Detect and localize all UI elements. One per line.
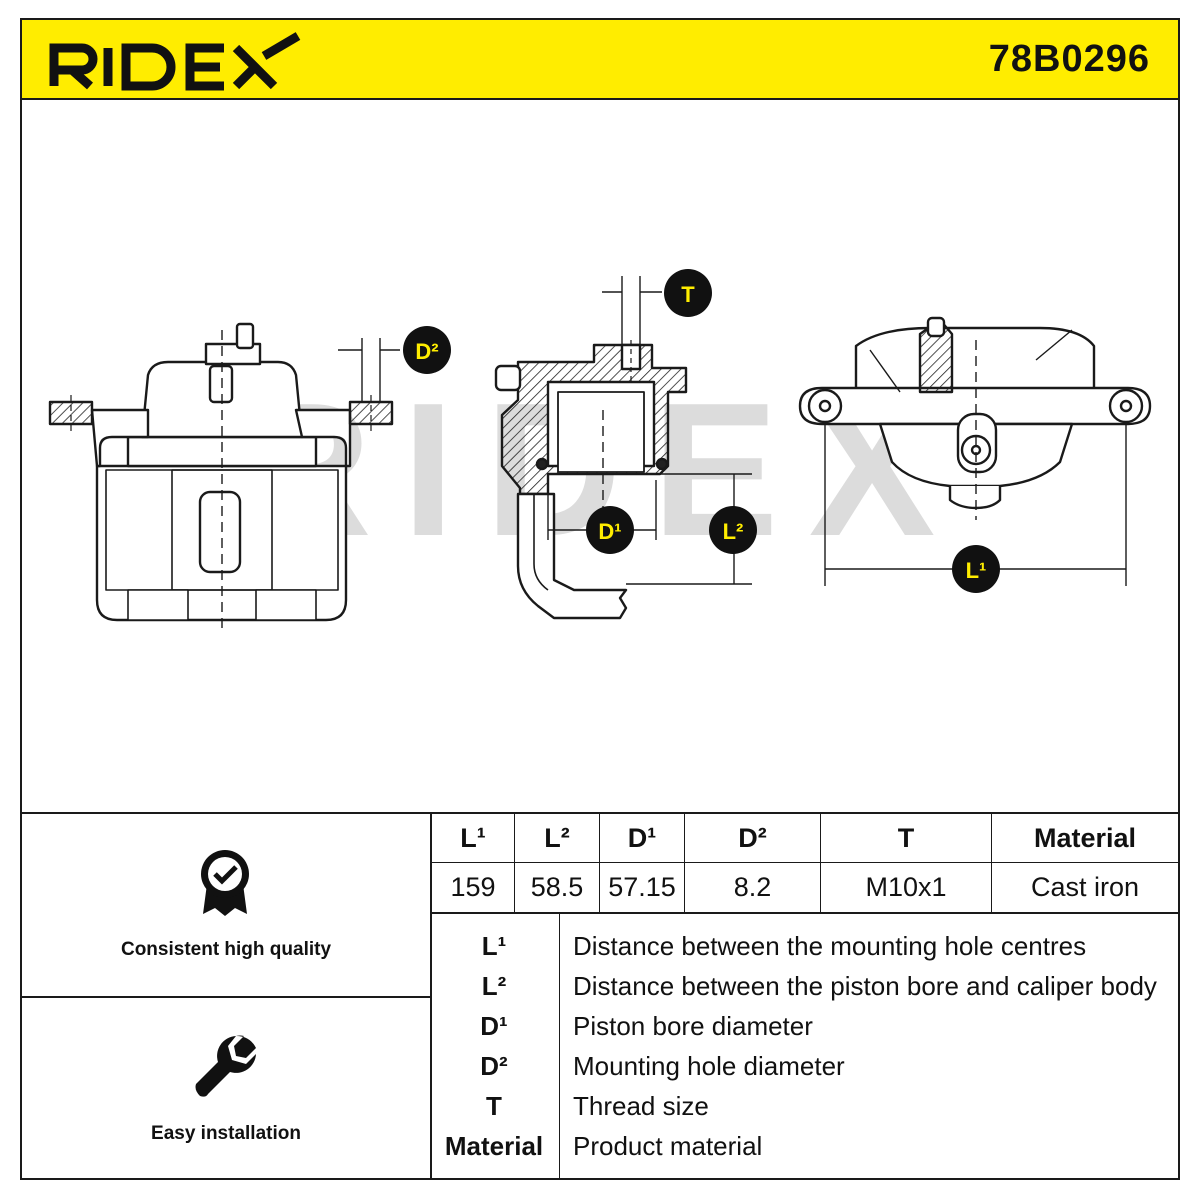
legend-description: Distance between the piston bore and cal…: [573, 971, 1157, 1001]
divider-features-middle: [20, 996, 432, 998]
l2-callout: L²: [709, 506, 757, 554]
quality-badge-icon: [201, 850, 249, 916]
table-value-cell: 8.2: [733, 872, 772, 902]
legend-key: L¹: [481, 931, 507, 961]
table-col-divider: [991, 812, 992, 912]
callout-badges: D² T D¹ L² L¹: [403, 269, 1000, 593]
table-value-cell: 57.15: [608, 872, 676, 902]
legend-key: T: [486, 1091, 502, 1121]
legend-description: Mounting hole diameter: [573, 1051, 845, 1081]
table-col-divider: [514, 812, 515, 912]
caliper-side-view: [48, 322, 394, 628]
legend-key: L²: [481, 971, 507, 1001]
svg-text:D¹: D¹: [598, 519, 621, 544]
t-dimension: [602, 276, 662, 345]
svg-text:L¹: L¹: [966, 558, 987, 583]
table-value-cell: 58.5: [530, 872, 584, 902]
legend-description: Thread size: [573, 1091, 709, 1121]
legend-col-divider: [559, 914, 560, 1180]
table-header-cell: D¹: [627, 822, 657, 853]
caliper-front-view: [798, 316, 1152, 586]
table-value-cell: 159: [450, 872, 496, 902]
svg-text:L²: L²: [723, 519, 744, 544]
table-value-cell: M10x1: [865, 872, 947, 902]
divider-table-header: [430, 862, 1180, 863]
table-col-divider: [599, 812, 600, 912]
legend-description: Distance between the mounting hole centr…: [573, 931, 1087, 961]
header-bar: 78B0296: [20, 18, 1180, 100]
technical-drawing: RIDEX: [48, 269, 1152, 628]
feature-label: Consistent high quality: [120, 939, 332, 960]
d1-callout: D¹: [586, 506, 634, 554]
svg-text:D²: D²: [415, 339, 438, 364]
d2-dimension: [338, 338, 400, 402]
caliper-section-view: [494, 340, 688, 620]
legend-key: Material: [444, 1131, 544, 1161]
wrench-icon: [195, 1035, 256, 1097]
t-callout: T: [664, 269, 712, 317]
legend-key: D¹: [480, 1011, 508, 1041]
outer-frame: [20, 18, 1180, 1180]
table-header-cell: L¹: [460, 822, 486, 853]
d2-callout: D²: [403, 326, 451, 374]
ridex-logo: [49, 32, 301, 91]
legend-key: D²: [480, 1051, 508, 1081]
table-col-divider: [684, 812, 685, 912]
legend-description: Piston bore diameter: [573, 1011, 813, 1041]
svg-text:T: T: [681, 282, 695, 307]
legend-description: Product material: [573, 1131, 763, 1161]
table-header-cell: Material: [1033, 822, 1137, 853]
table-header-cell: L²: [544, 822, 570, 853]
feature-label: Easy installation: [151, 1123, 301, 1144]
table-header-cell: D²: [738, 822, 767, 853]
table-header-cell: T: [897, 822, 915, 853]
divider-table-bottom: [430, 912, 1180, 914]
table-col-divider: [820, 812, 821, 912]
l1-callout: L¹: [952, 545, 1000, 593]
part-number: 78B0296: [988, 38, 1150, 80]
table-value-cell: Cast iron: [1030, 872, 1140, 902]
divider-drawing-bottom: [20, 812, 1180, 814]
